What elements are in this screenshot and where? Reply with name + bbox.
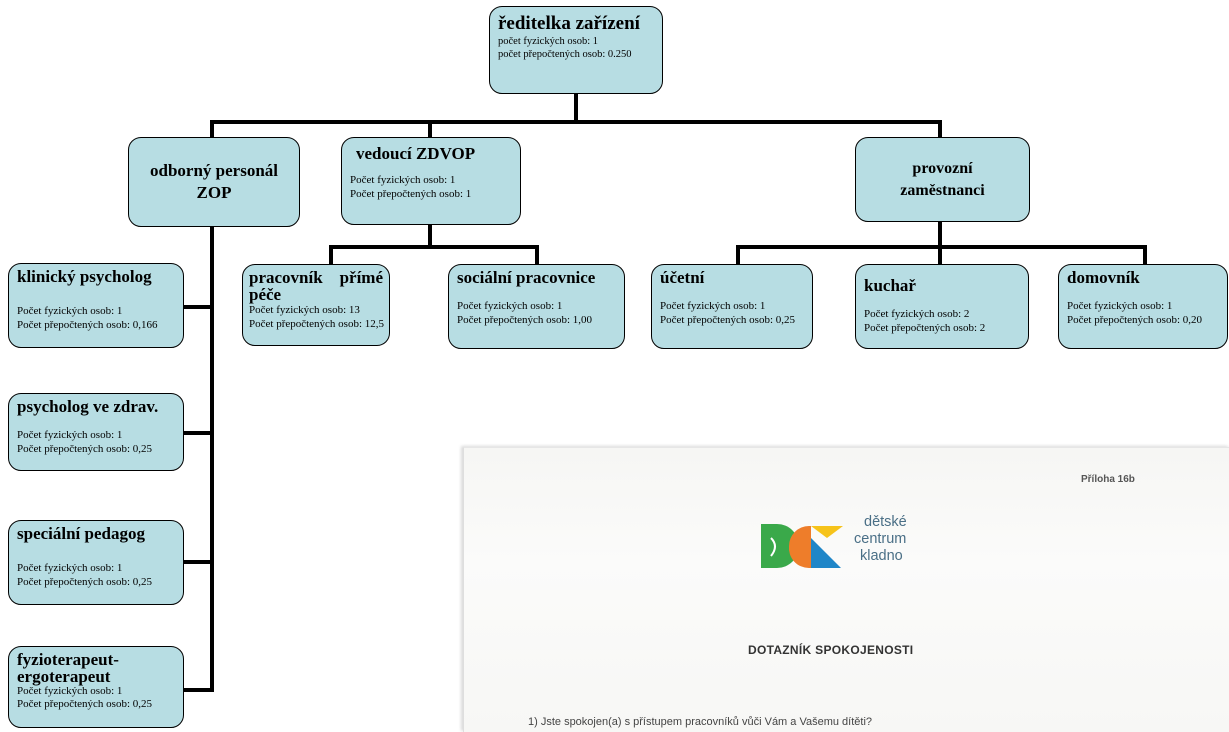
count-physical: Počet fyzických osob: 1 bbox=[17, 305, 123, 317]
node-title-line2: ZOP bbox=[196, 183, 232, 202]
count-physical: Počet fyzických osob: 1 bbox=[457, 300, 563, 312]
node-title: klinický psycholog bbox=[17, 267, 152, 286]
count-recalculated: Počet přepočtených osob: 0,166 bbox=[17, 319, 158, 331]
node-title-word: pracovník bbox=[249, 268, 323, 287]
node-title-line2: péče bbox=[249, 285, 282, 304]
count-recalculated: Počet přepočtených osob: 1 bbox=[350, 188, 472, 200]
node-title: vedoucí ZDVOP bbox=[356, 144, 476, 163]
count-physical: počet fyzických osob: 1 bbox=[498, 36, 599, 47]
node-pracovnik-prime-pece: pracovník přímé péče Počet fyzických oso… bbox=[242, 264, 390, 346]
node-title: domovník bbox=[1067, 268, 1140, 287]
count-physical: Počet fyzických osob: 13 bbox=[249, 304, 360, 316]
count-physical: Počet fyzických osob: 1 bbox=[17, 685, 123, 697]
node-vedouci-zdvop: vedoucí ZDVOP Počet fyzických osob: 1 Po… bbox=[341, 137, 521, 225]
count-physical: Počet fyzických osob: 1 bbox=[17, 562, 123, 574]
node-title: ředitelka zařízení bbox=[498, 13, 640, 34]
node-psycholog-ve-zdrav: psycholog ve zdrav. Počet fyzických osob… bbox=[8, 393, 184, 471]
node-ucetni: účetní Počet fyzických osob: 1 Počet pře… bbox=[651, 264, 813, 349]
survey-question: 1) Jste spokojen(a) s přístupem pracovní… bbox=[528, 716, 873, 728]
node-odborny-personal: odborný personál ZOP bbox=[128, 137, 300, 227]
node-domovnik: domovník Počet fyzických osob: 1 Počet p… bbox=[1058, 264, 1228, 349]
node-title: psycholog ve zdrav. bbox=[17, 397, 159, 416]
count-recalculated: Počet přepočtených osob: 1,00 bbox=[457, 314, 593, 326]
node-title: provozní bbox=[912, 159, 973, 177]
logo-text: dětské centrum kladno bbox=[854, 514, 907, 565]
node-socialni-pracovnice: sociální pracovnice Počet fyzických osob… bbox=[448, 264, 625, 349]
count-recalculated: počet přepočtených osob: 0.250 bbox=[498, 49, 632, 60]
node-title: účetní bbox=[660, 268, 705, 287]
node-specialni-pedagog: speciální pedagog Počet fyzických osob: … bbox=[8, 520, 184, 605]
scanned-questionnaire: Příloha 16b dětské centrum kladno DOTAZN… bbox=[463, 447, 1229, 732]
count-recalculated: Počet přepočtených osob: 2 bbox=[864, 322, 986, 334]
count-physical: Počet fyzických osob: 1 bbox=[1067, 300, 1173, 312]
count-physical: Počet fyzických osob: 1 bbox=[350, 174, 456, 186]
count-recalculated: Počet přepočtených osob: 0,25 bbox=[17, 443, 153, 455]
logo-text-line: kladno bbox=[860, 548, 903, 564]
node-reditelka: ředitelka zařízení počet fyzických osob:… bbox=[489, 6, 663, 94]
node-title: fyzioterapeut- bbox=[17, 650, 119, 669]
count-recalculated: Počet přepočtených osob: 12,5 bbox=[249, 318, 385, 330]
node-klinicky-psycholog: klinický psycholog Počet fyzických osob:… bbox=[8, 263, 184, 348]
node-title-line2: ergoterapeut bbox=[17, 667, 111, 686]
node-title-word: přímé bbox=[339, 268, 383, 287]
node-fyzioterapeut-ergoterapeut: fyzioterapeut- ergoterapeut Počet fyzick… bbox=[8, 646, 184, 728]
count-recalculated: Počet přepočtených osob: 0,20 bbox=[1067, 314, 1203, 326]
node-title-line2: zaměstnanci bbox=[900, 181, 985, 199]
node-title: kuchař bbox=[864, 276, 916, 295]
count-recalculated: Počet přepočtených osob: 0,25 bbox=[17, 698, 153, 710]
count-physical: Počet fyzických osob: 2 bbox=[864, 308, 970, 320]
node-kuchar: kuchař Počet fyzických osob: 2 Počet pře… bbox=[855, 264, 1029, 349]
survey-title: DOTAZNÍK SPOKOJENOSTI bbox=[748, 643, 914, 657]
node-provozni-zamestnanci: provozní zaměstnanci bbox=[855, 137, 1030, 222]
dck-logo-icon bbox=[761, 524, 843, 569]
count-physical: Počet fyzických osob: 1 bbox=[17, 429, 123, 441]
count-recalculated: Počet přepočtených osob: 0,25 bbox=[660, 314, 796, 326]
logo-text-line: dětské bbox=[864, 514, 907, 530]
node-title: odborný personál bbox=[150, 161, 278, 180]
count-recalculated: Počet přepočtených osob: 0,25 bbox=[17, 576, 153, 588]
node-title: sociální pracovnice bbox=[457, 268, 596, 287]
node-title: pracovník přímé bbox=[249, 269, 383, 286]
node-title: speciální pedagog bbox=[17, 524, 145, 543]
attachment-label: Příloha 16b bbox=[1081, 474, 1135, 485]
count-physical: Počet fyzických osob: 1 bbox=[660, 300, 766, 312]
logo-text-line: centrum bbox=[854, 531, 907, 547]
